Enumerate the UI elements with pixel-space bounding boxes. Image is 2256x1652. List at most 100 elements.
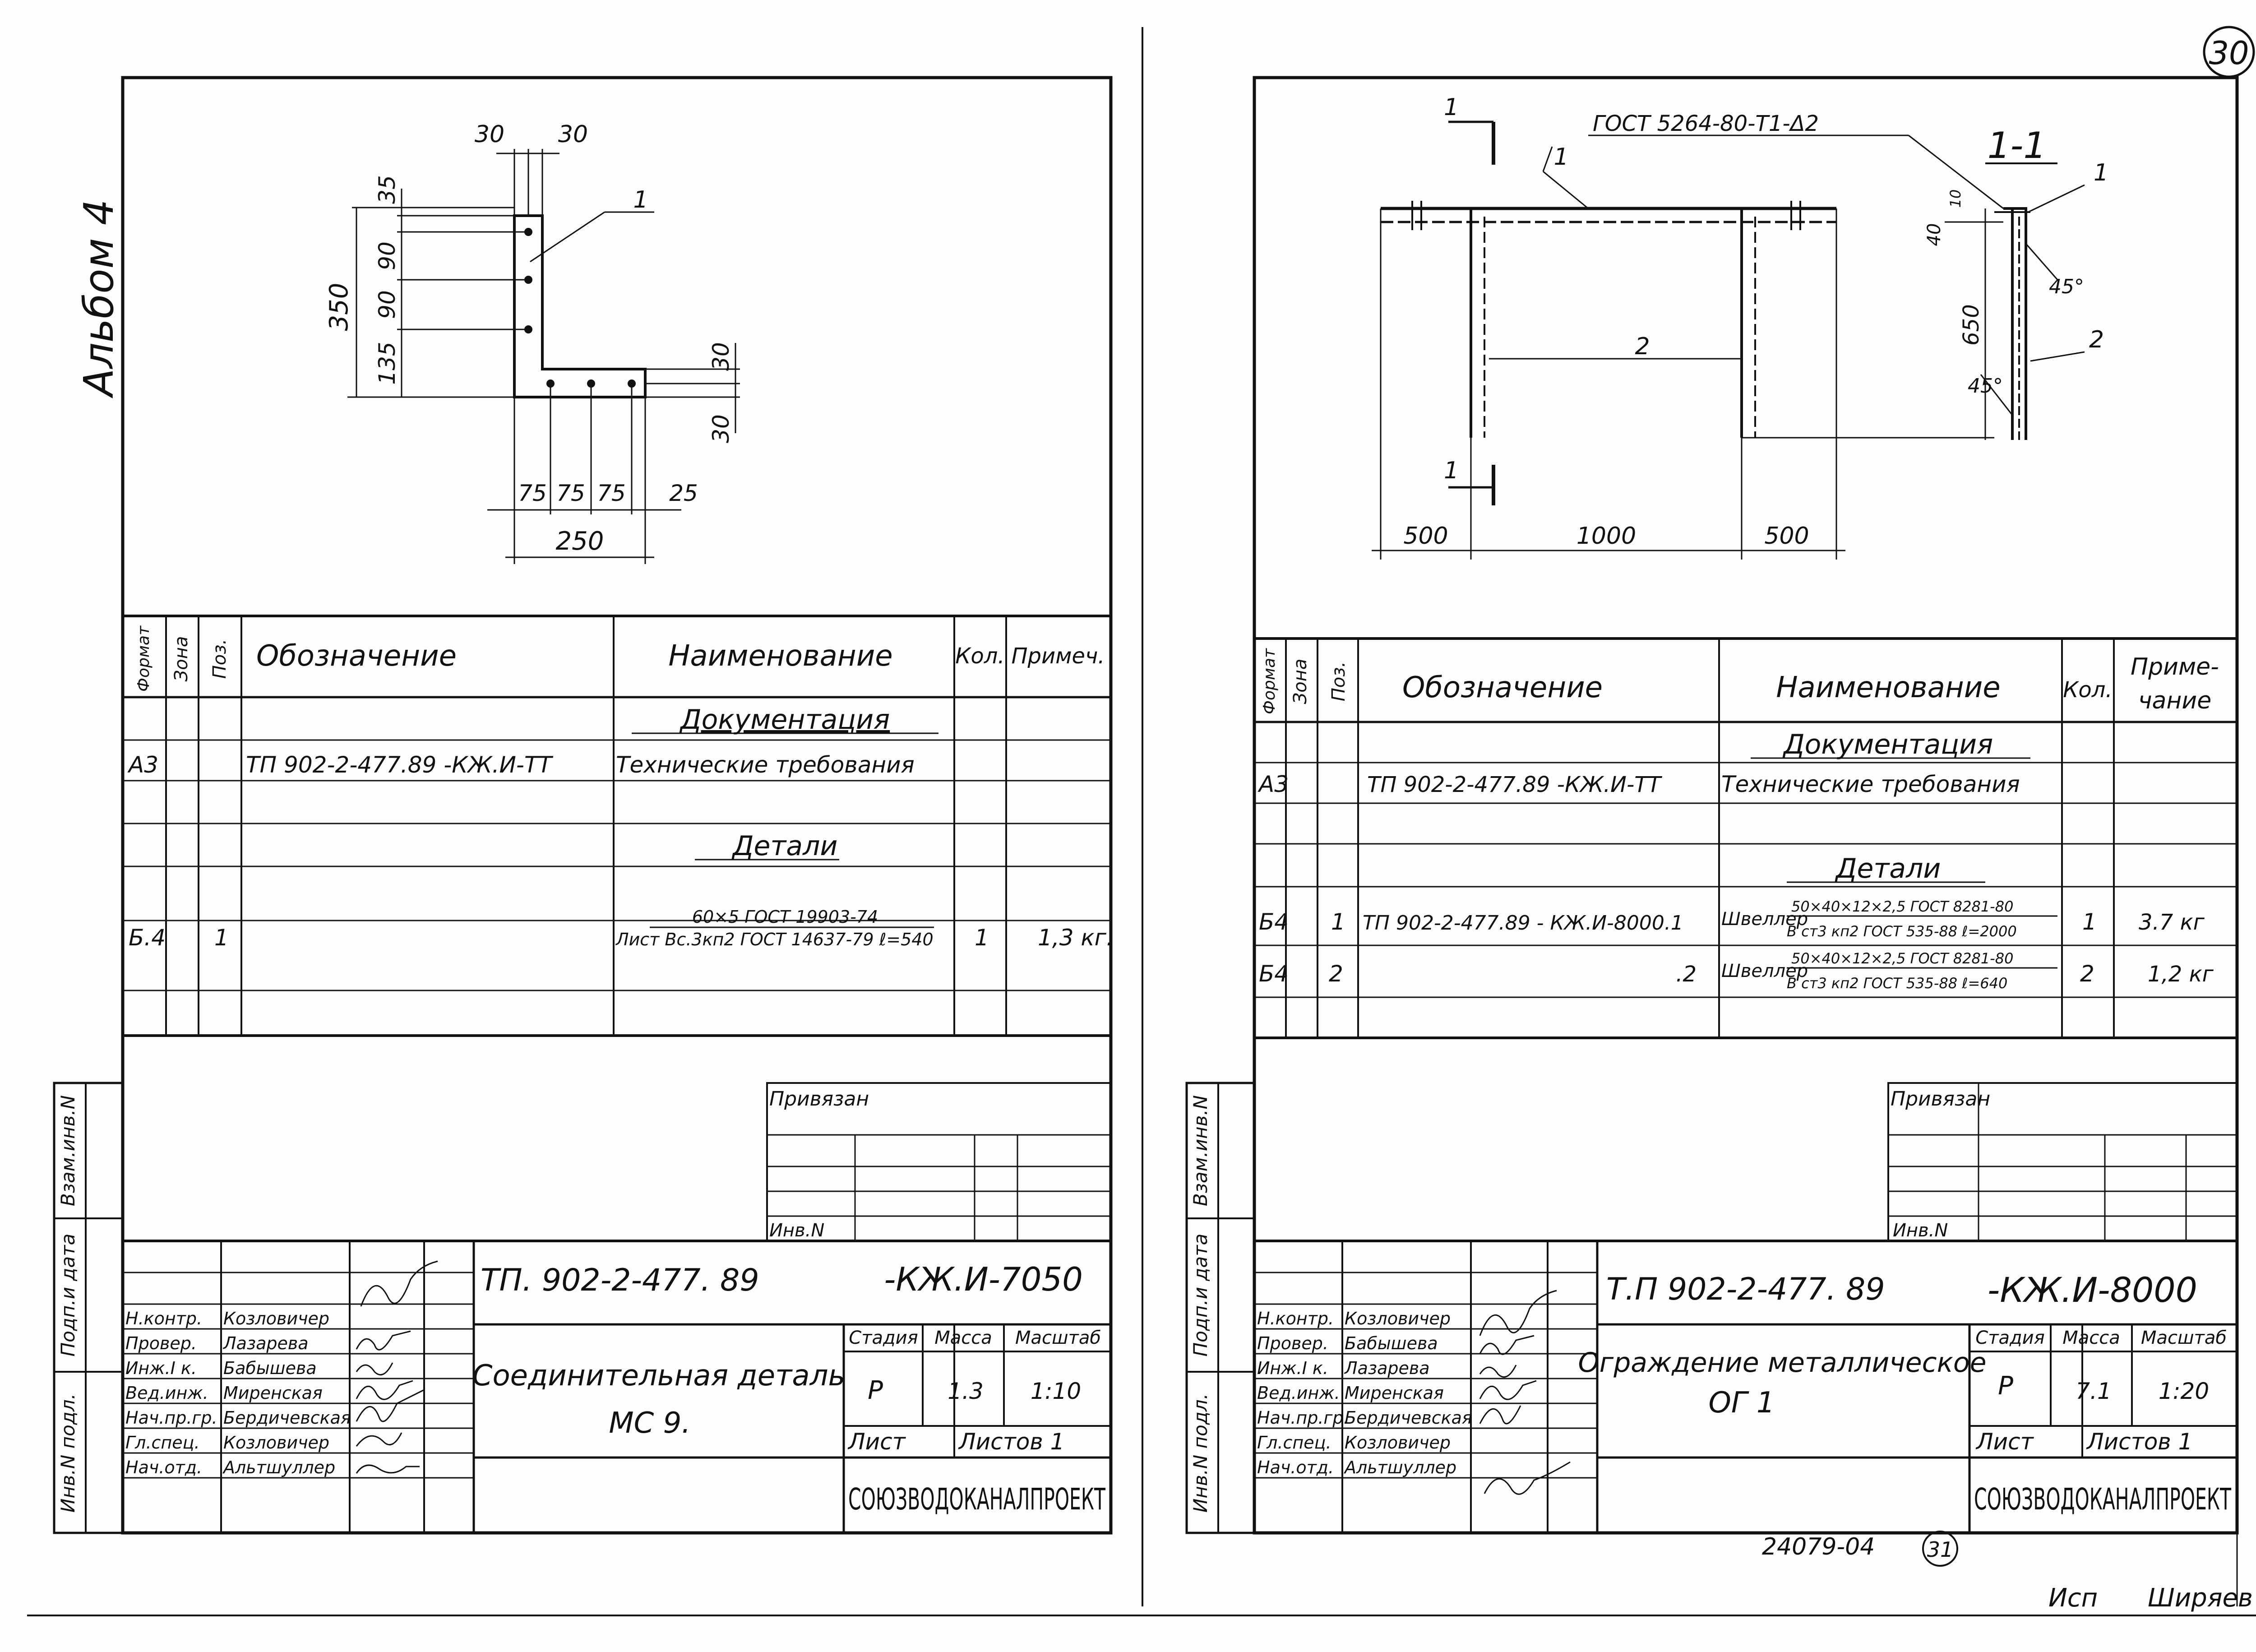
section-call-1: 1: [2094, 159, 2108, 186]
left-side-stamp: Взам.инв.N Подп.и дата Инв.N подл.: [53, 1082, 124, 1534]
scale-header: Масштаб: [2141, 1328, 2227, 1348]
row2-pos: 1: [214, 925, 229, 951]
staff-name: Лазарева: [222, 1333, 309, 1353]
detail-drawing-mc9: 30 30 35 90 90 135 350 30 30: [324, 121, 740, 564]
stage-header: Стадия: [849, 1328, 918, 1348]
right-side-stamp: Взам.инв.N Подп.и дата Инв.N подл.: [1185, 1082, 1256, 1534]
stamp-title-1: Соединительная деталь: [472, 1359, 845, 1393]
call-2: 2: [1635, 333, 1650, 360]
staff-role: Вед.инж.: [125, 1383, 208, 1403]
col-zone: Зона: [171, 636, 192, 682]
dim-top-a: 30: [475, 121, 504, 148]
dim-total-width: 250: [556, 527, 604, 556]
stamp-code: Т.П 902-2-477. 89: [1606, 1272, 1885, 1307]
signature: [356, 1389, 425, 1422]
signature: [1479, 1365, 1517, 1378]
angle-45-top: 45°: [2049, 275, 2084, 298]
col-name: Наименование: [1776, 671, 2000, 704]
inv-n-label: Инв.N: [1893, 1220, 1948, 1241]
bottom-signature-1: Исп: [2048, 1583, 2098, 1613]
left-sheet: Альбом 4 Взам.инв.N Подп.и дата Инв.N по…: [53, 76, 1114, 1535]
row2-name-top: 60×5 ГОСТ 19903-74: [692, 907, 878, 927]
side-inv-podl: Инв.N подл.: [57, 1393, 79, 1513]
call-1: 1: [1553, 143, 1568, 171]
row3-name-top: 50×40×12×2,5 ГОСТ 8281-80: [1791, 950, 2013, 967]
left-spec-table: Формат Зона Поз. Обозначение Наименовани…: [123, 615, 1114, 1037]
mass-header: Масса: [2062, 1328, 2120, 1348]
staff-name: Козловичер: [1345, 1309, 1451, 1328]
staff-name: Козловичер: [223, 1309, 329, 1328]
side-podp-data: Подп.и дата: [1189, 1234, 1211, 1357]
staff-role: Нач.пр.гр.: [1257, 1408, 1349, 1428]
row3-name-bottom: В ст3 кп2 ГОСТ 535-88 ℓ=640: [1787, 975, 2007, 992]
staff-role: Н.контр.: [125, 1309, 202, 1328]
row2-name-bottom: Лист Вс.3кп2 ГОСТ 14637-79 ℓ=540: [615, 930, 934, 949]
staff-role: Инж.I к.: [125, 1358, 197, 1378]
stamp-code: ТП. 902-2-477. 89: [481, 1263, 759, 1298]
dim-500-left: 500: [1403, 523, 1448, 550]
col-qty: Кол.: [955, 643, 1004, 669]
section-call-2: 2: [2089, 326, 2104, 353]
dim-top-b: 30: [558, 121, 588, 148]
row1-format: А3: [127, 752, 158, 778]
col-designation: Обозначение: [1402, 671, 1603, 704]
signature: [356, 1330, 411, 1351]
dim-b4: 25: [669, 480, 698, 506]
staff-name: Козловичер: [223, 1433, 329, 1453]
side-inv-vzam: Взам.инв.N: [1189, 1095, 1211, 1206]
signature: [1479, 1380, 1537, 1400]
row2-name-bottom: В ст3 кп2 ГОСТ 535-88 ℓ=2000: [1787, 923, 2017, 940]
inv-n-label: Инв.N: [769, 1220, 824, 1241]
staff-name: Миренская: [1345, 1383, 1444, 1403]
album-label: Альбом 4: [75, 199, 123, 398]
row2-note: 1,3 кг.: [1038, 925, 1114, 951]
dim-40: 40: [1924, 223, 1945, 246]
signature: [1479, 1290, 1557, 1336]
cut-mark-top: 1: [1444, 94, 1459, 121]
row3-designation: .2: [1676, 962, 1697, 987]
row2-name-prefix: Швеллер: [1721, 909, 1808, 930]
staff-role: Инж.I к.: [1257, 1358, 1328, 1378]
signature: [360, 1260, 438, 1307]
dim-650: 650: [1959, 304, 1984, 346]
signature: [1479, 1335, 1535, 1355]
staff-role: Провер.: [1257, 1333, 1328, 1353]
org-name: СОЮЗВОДОКАНАЛПРОЕКТ: [1974, 1482, 2231, 1517]
row2-format: Б4: [1259, 909, 1289, 935]
staff-role: Гл.спец.: [1257, 1433, 1331, 1453]
row1-name: Технические требования: [1721, 771, 2020, 797]
sheets-label: Листов 1: [958, 1429, 1064, 1455]
signature: [356, 1432, 402, 1447]
side-inv-vzam: Взам.инв.N: [57, 1095, 79, 1206]
page-number-badge: 30: [2203, 26, 2255, 78]
scale-header: Масштаб: [1015, 1328, 1101, 1348]
mass-header: Масса: [934, 1328, 992, 1348]
col-note-a: Приме-: [2131, 653, 2219, 680]
stamp-code-suffix: -КЖ.И-8000: [1988, 1270, 2197, 1310]
row3-qty: 2: [2080, 961, 2094, 987]
staff-role: Вед.инж.: [1257, 1383, 1340, 1403]
dim-1000: 1000: [1576, 523, 1636, 550]
right-sheet: Взам.инв.N Подп.и дата Инв.N подл. 2: [1185, 76, 2239, 1535]
dim-500-right: 500: [1764, 523, 1809, 550]
section-label: 1-1: [1988, 125, 2047, 167]
right-frame: [1253, 76, 2239, 1535]
stamp-title-2: ОГ 1: [1708, 1386, 1775, 1420]
section-docs: Документация: [1782, 729, 1993, 760]
staff-role: Нач.отд.: [125, 1458, 202, 1477]
staff-role: Провер.: [125, 1333, 197, 1353]
dim-b3: 75: [597, 480, 626, 506]
stamp-code-suffix: -КЖ.И-7050: [884, 1260, 1083, 1298]
col-designation: Обозначение: [256, 639, 457, 673]
angle-45-bottom: 45°: [1968, 375, 2003, 398]
staff-name: Миренская: [223, 1383, 323, 1403]
row3-format: Б4: [1259, 961, 1289, 987]
signature: [1479, 1405, 1521, 1425]
dim-r1: 30: [708, 342, 734, 371]
col-name: Наименование: [668, 639, 892, 673]
row3-note: 1,2 кг: [2148, 962, 2214, 987]
